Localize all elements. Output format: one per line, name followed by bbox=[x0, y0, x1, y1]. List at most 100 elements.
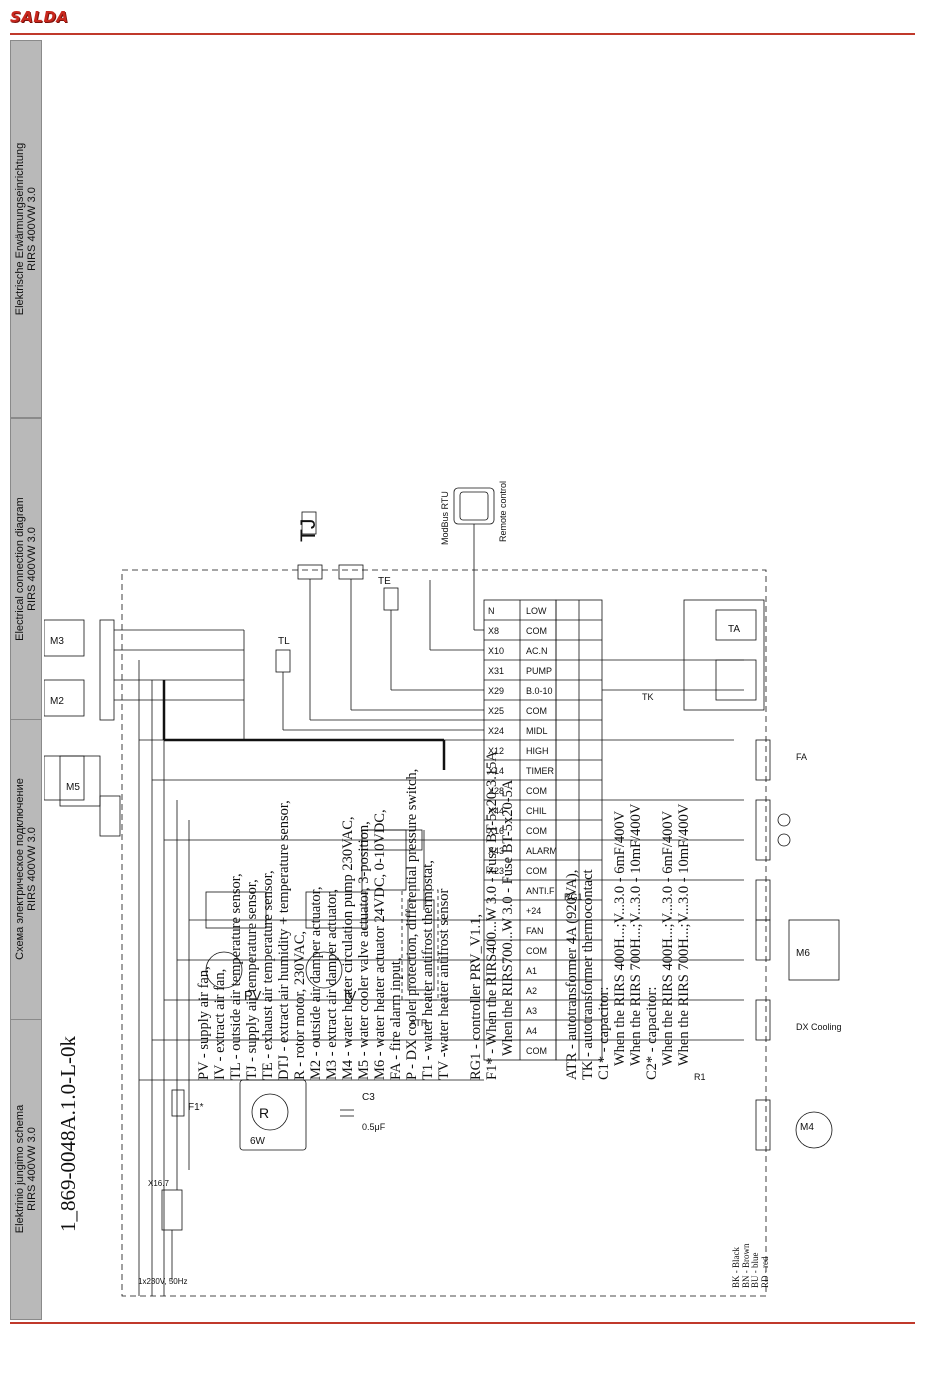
rotor-motor-circle bbox=[251, 1093, 289, 1131]
page-header: SALDA bbox=[0, 0, 950, 40]
m2-label: M2 bbox=[50, 696, 64, 707]
wiring-diagram: LOW COM AC.N PUMP B.0-10 COM MIDL HIGH T… bbox=[44, 40, 914, 1318]
iv-fan-circle bbox=[305, 951, 343, 989]
terminal-label: COM bbox=[526, 1046, 547, 1056]
m6-label: M6 bbox=[796, 948, 810, 959]
pv-fan-circle bbox=[205, 951, 243, 989]
header-rule bbox=[10, 33, 915, 35]
title-line: Схема электрическое подключение bbox=[14, 778, 26, 960]
x167-label: X16.7 bbox=[148, 1179, 169, 1188]
legend-line: M5 - water cooler valve actuator, 3-posi… bbox=[356, 821, 372, 1080]
legend-line: FA - fire alarm input, bbox=[388, 957, 404, 1080]
tk-label: TK bbox=[642, 692, 654, 702]
legend-line: M2 - outside air damper actuator, bbox=[308, 886, 324, 1081]
legend-line: When the RIRS 700H...;V...3.0 - 10mF/400… bbox=[628, 803, 644, 1066]
fuse-f1 bbox=[171, 1089, 185, 1117]
terminal-label: LOW bbox=[526, 606, 547, 616]
legend-line: ATR - autotransformer 4A (920VA), bbox=[564, 869, 580, 1080]
legend-line: TJ - supply air temperature sensor, bbox=[244, 879, 260, 1080]
title-model: RIRS 400VW 3.0 bbox=[26, 527, 38, 611]
c3-value: 0.5μF bbox=[362, 1122, 386, 1132]
atr-block bbox=[401, 889, 439, 1001]
title-model: RIRS 400VW 3.0 bbox=[26, 827, 38, 911]
legend-line: TK - autotransformer thermocontact bbox=[580, 869, 596, 1080]
ta-label: TA bbox=[728, 624, 740, 635]
terminal-label: A1 bbox=[526, 966, 537, 976]
enclosure-outline bbox=[121, 569, 767, 1297]
legend-line: When the RIRS 400H...;V...3.0 - 6mF/400V bbox=[660, 810, 676, 1066]
terminal-label: X31 bbox=[488, 666, 504, 676]
atr-label: ATR bbox=[410, 1018, 428, 1028]
legend-line: When the RIRS 700H...;V...3.0 - 10mF/400… bbox=[676, 803, 692, 1066]
tl-label: TL bbox=[278, 636, 290, 647]
rg1-label: RG1 bbox=[564, 892, 583, 902]
terminal-label: MIDL bbox=[526, 726, 548, 736]
legend-line: M6 - water heater actuator 24VDC, 0-10VD… bbox=[372, 809, 388, 1080]
rotor-power: 6W bbox=[250, 1136, 266, 1147]
terminal-label: X43 bbox=[488, 846, 504, 856]
terminal-label: +24 bbox=[526, 906, 541, 916]
terminal-label: A3 bbox=[526, 1006, 537, 1016]
terminal-label: ALARM bbox=[526, 846, 557, 856]
terminal-label: HIGH bbox=[526, 746, 549, 756]
legend-line: C1* - capacitor: bbox=[596, 986, 612, 1080]
legend-line: TL - outside air temperature sensor, bbox=[228, 873, 244, 1080]
legend-line: M3 - extract air damper actuator, bbox=[324, 888, 340, 1080]
legend-components: PV - supply air fan, IV - extract air fa… bbox=[196, 751, 692, 1080]
terminal-label: X12 bbox=[488, 746, 504, 756]
terminal-label: A4 bbox=[526, 1026, 537, 1036]
terminal-label: X28 bbox=[488, 786, 504, 796]
terminal-label: X29 bbox=[488, 686, 504, 696]
terminal-label: FAN bbox=[526, 926, 544, 936]
terminal-x167 bbox=[161, 1189, 183, 1231]
terminal-label: X44 bbox=[488, 806, 504, 816]
pilot-light-icon bbox=[777, 833, 791, 847]
title-line: Elektrische Erwärmungseinrichtung bbox=[14, 142, 26, 316]
m4-pump-circle bbox=[795, 1111, 833, 1149]
terminal-label: CHIL bbox=[526, 806, 547, 816]
terminal-label: A2 bbox=[526, 986, 537, 996]
legend-line: TE - exhaust air temperature sensor, bbox=[260, 870, 276, 1080]
terminal-label: COM bbox=[526, 826, 547, 836]
pilot-light-icon bbox=[777, 813, 791, 827]
terminal-label: N bbox=[488, 606, 495, 616]
r1-label: R1 bbox=[694, 1072, 706, 1082]
te-label: TE bbox=[378, 576, 391, 587]
legend-line: C2* - capacitor: bbox=[644, 986, 660, 1080]
terminal-label: X14 bbox=[488, 766, 504, 776]
legend-line: R - rotor motor, 230VAC, bbox=[292, 931, 308, 1080]
title-line: Elektrinio jungimo schema bbox=[14, 1104, 26, 1234]
terminal-label: COM bbox=[526, 706, 547, 716]
legend: PV - supply air fan, IV - extract air fa… bbox=[196, 40, 696, 1080]
pv-label: PV bbox=[244, 988, 262, 1003]
terminal-label: X25 bbox=[488, 706, 504, 716]
terminal-label: B.0-10 bbox=[526, 686, 553, 696]
fa-label: FA bbox=[796, 752, 807, 762]
diagram-svg: LOW COM AC.N PUMP B.0-10 COM MIDL HIGH T… bbox=[44, 487, 842, 1297]
rg1-left-cells bbox=[484, 600, 602, 1060]
legend-line: F1* - When the RIRS400...W 3.0 - Fuse BT… bbox=[484, 751, 500, 1080]
m3-label: M3 bbox=[50, 636, 64, 647]
supply-label: 1x230V, 50Hz bbox=[138, 1277, 188, 1286]
iv-label: IV bbox=[344, 988, 357, 1003]
footer-rule bbox=[10, 1322, 915, 1324]
title-model: RIRS 400VW 3.0 bbox=[26, 187, 38, 271]
legend-line: IV - extract air fan, bbox=[212, 968, 228, 1080]
terminal-label: X16 bbox=[488, 826, 504, 836]
terminal-label: X8 bbox=[488, 626, 499, 636]
terminal-label: TIMER bbox=[526, 766, 554, 776]
title-model: RIRS 400VW 3.0 bbox=[26, 1127, 38, 1211]
terminal-label: ANTI.F bbox=[526, 886, 555, 896]
terminal-label: COM bbox=[526, 946, 547, 956]
legend-line: PV - supply air fan, bbox=[196, 966, 212, 1080]
terminal-label: COM bbox=[526, 866, 547, 876]
c3-label: C3 bbox=[362, 1092, 375, 1103]
title-line: Electrical connection diagram bbox=[14, 497, 26, 641]
legend-line: When the RIRS 400H...;V...3.0 - 6mF/400V bbox=[612, 810, 628, 1066]
terminal-label: PUMP bbox=[526, 666, 552, 676]
legend-line: DTJ - extract air humidity + temperature… bbox=[276, 800, 292, 1080]
dx-label: DX Cooling bbox=[796, 1022, 842, 1032]
terminal-label: X10 bbox=[488, 646, 504, 656]
